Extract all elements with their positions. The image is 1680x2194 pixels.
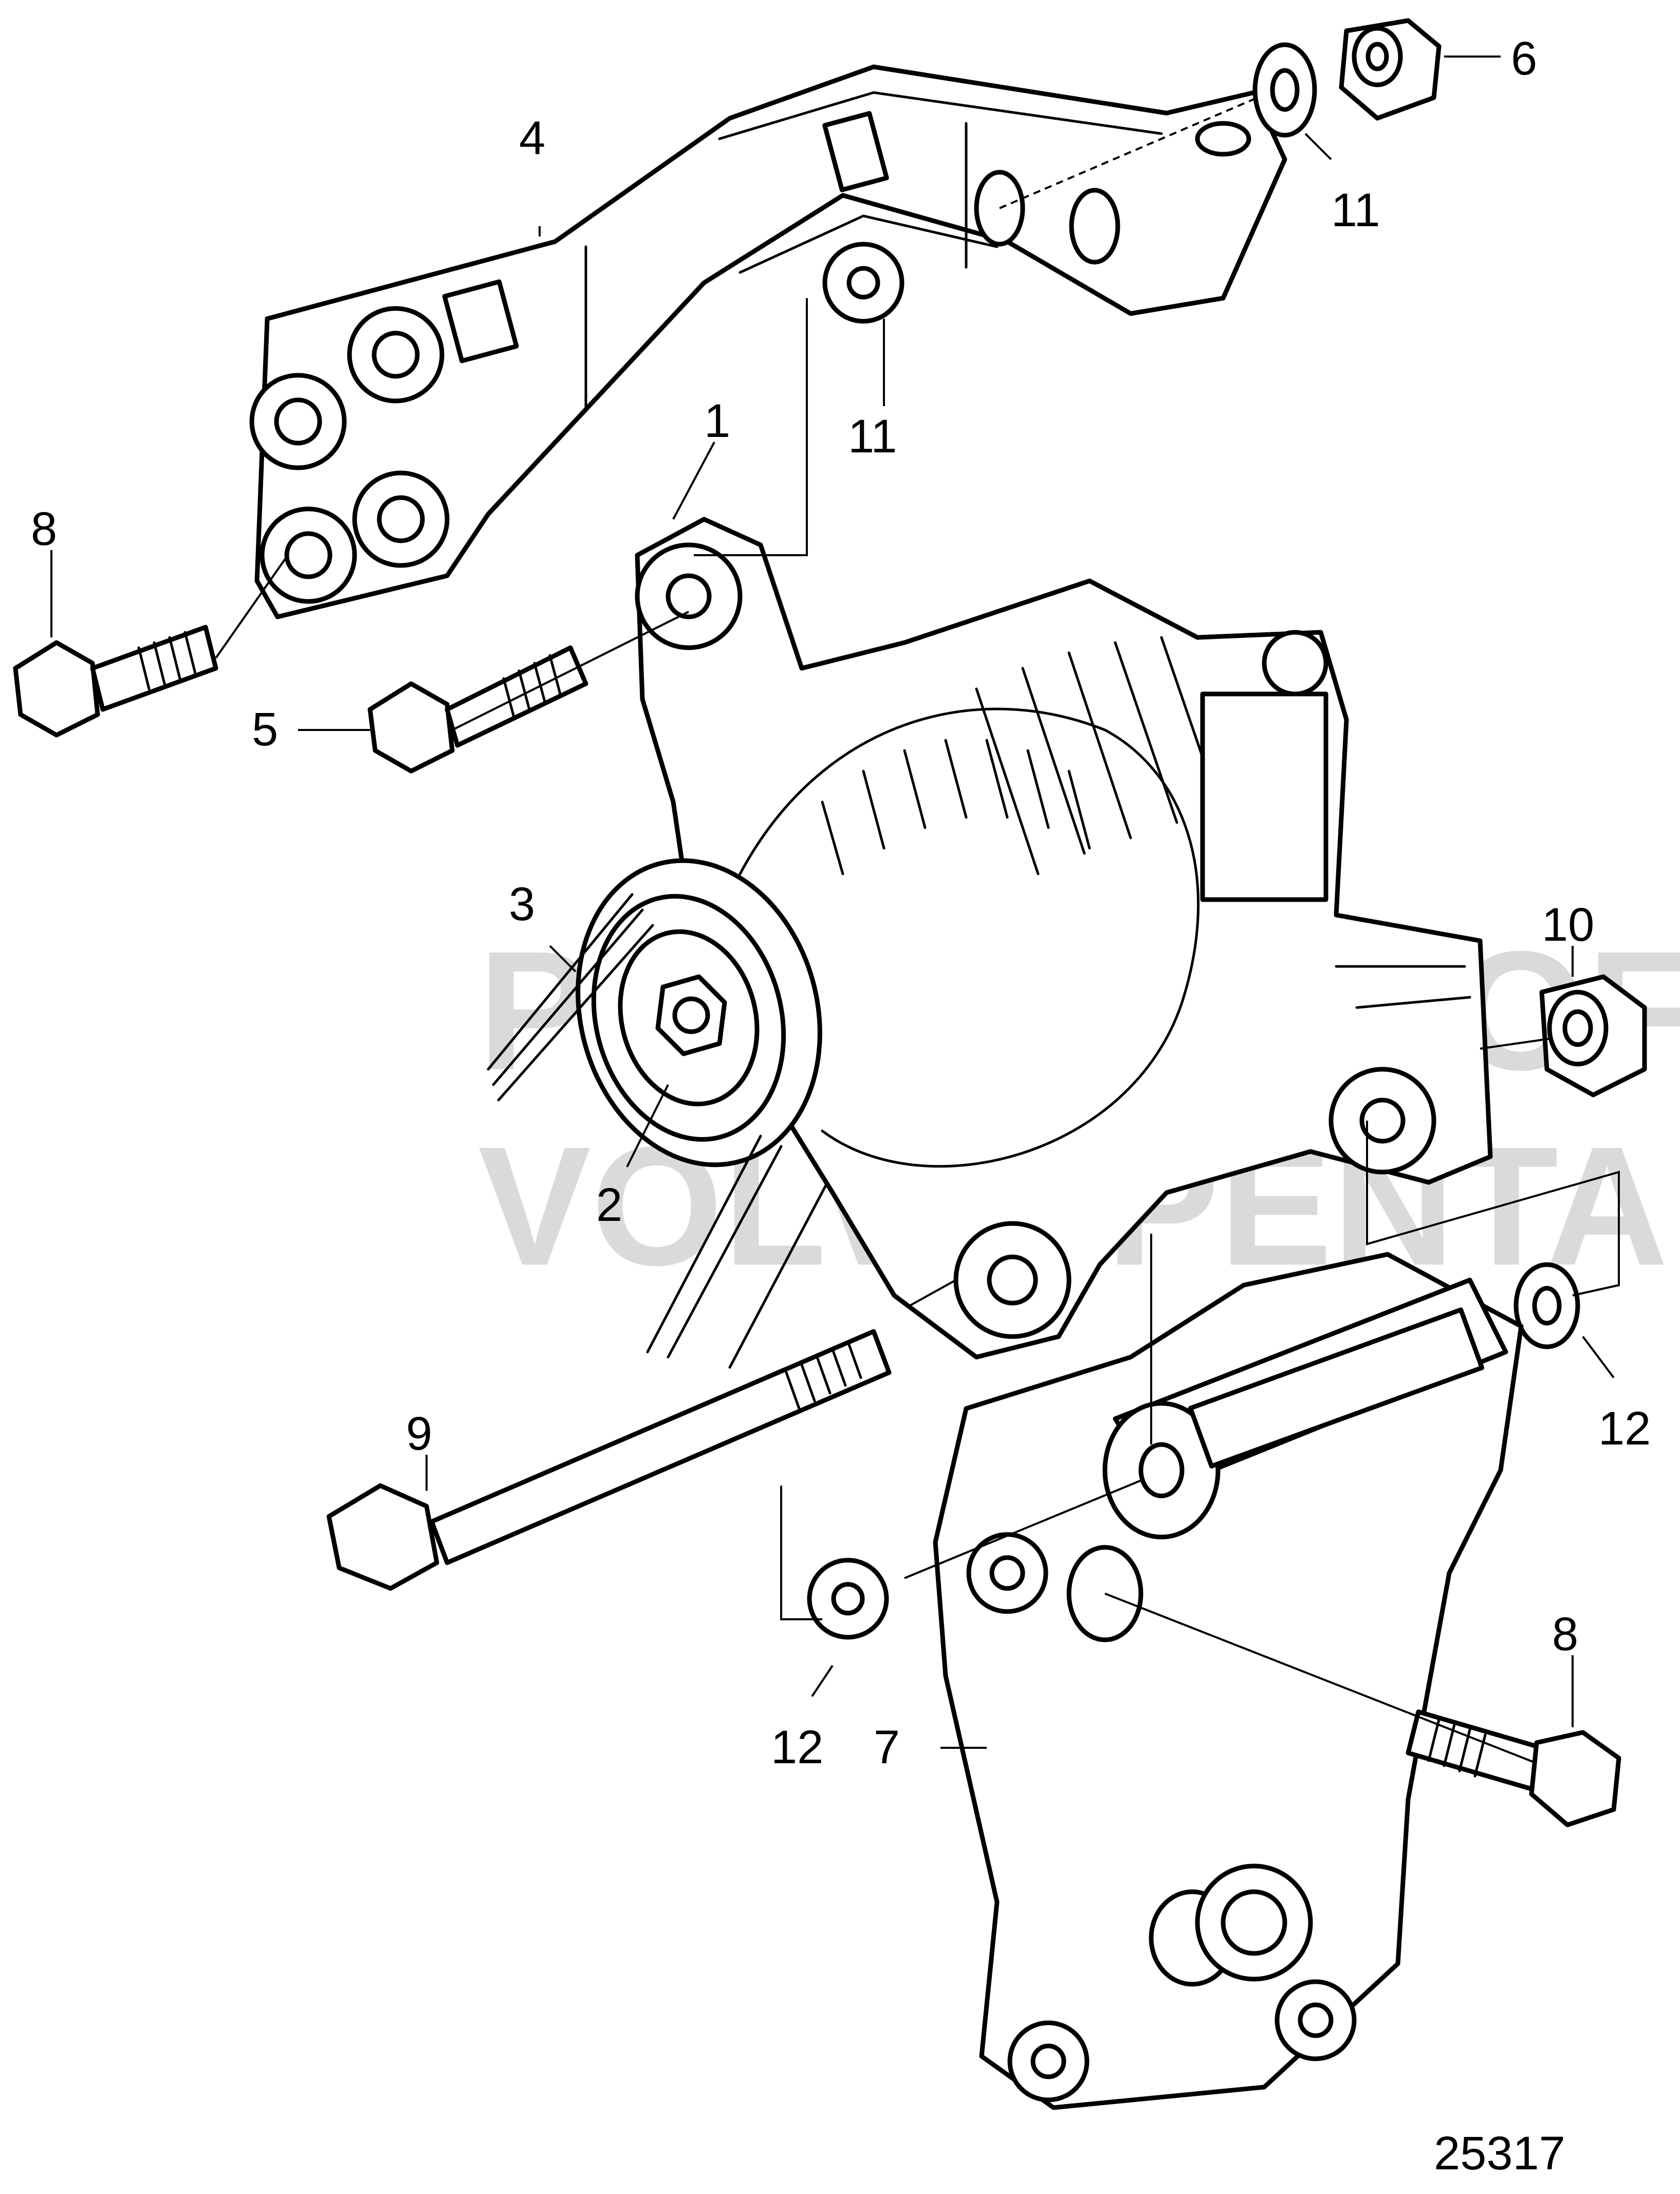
callout-4: 4 — [519, 112, 545, 164]
washer-part-11-upper-left — [822, 242, 904, 324]
long-bolt-part-9 — [326, 1329, 892, 1591]
flange-nut-part-10 — [1539, 974, 1647, 1098]
bolt-part-5 — [367, 645, 588, 774]
callout-8-upper: 8 — [31, 503, 57, 555]
washer-part-12-right — [1513, 1262, 1580, 1349]
lower-bracket-part-7 — [933, 1252, 1524, 2110]
callout-9: 9 — [406, 1407, 432, 1460]
alternator-part-1 — [635, 517, 1493, 1360]
callout-labels: 1 2 3 4 5 6 7 8 8 9 10 11 11 12 12 — [31, 32, 1651, 1774]
bolt-part-8-lower — [1406, 1709, 1621, 1827]
callout-11-upper-right: 11 — [1331, 184, 1380, 236]
callout-10: 10 — [1542, 899, 1594, 951]
pulley-part-2 — [576, 858, 822, 1167]
callout-7: 7 — [874, 1721, 900, 1774]
upper-bracket-part-4 — [249, 64, 1287, 619]
flange-nut-part-6 — [1339, 18, 1442, 121]
drive-belt-part-3 — [487, 893, 829, 1369]
callout-12-right: 12 — [1598, 1402, 1651, 1455]
callout-8-lower: 8 — [1552, 1608, 1578, 1660]
washer-part-12-left — [807, 1558, 889, 1640]
callout-12-left: 12 — [771, 1721, 823, 1774]
callout-5: 5 — [252, 703, 278, 756]
callout-2: 2 — [596, 1179, 622, 1231]
callout-11-upper-left: 11 — [848, 410, 897, 463]
callout-3: 3 — [509, 878, 535, 930]
bolt-part-8-upper — [13, 625, 218, 738]
callout-1: 1 — [704, 395, 730, 447]
drawing-number: 25317 — [1434, 2127, 1565, 2180]
leader-lines — [50, 56, 1620, 1764]
callout-6: 6 — [1511, 32, 1537, 85]
washer-part-11-upper-right — [1252, 42, 1317, 138]
